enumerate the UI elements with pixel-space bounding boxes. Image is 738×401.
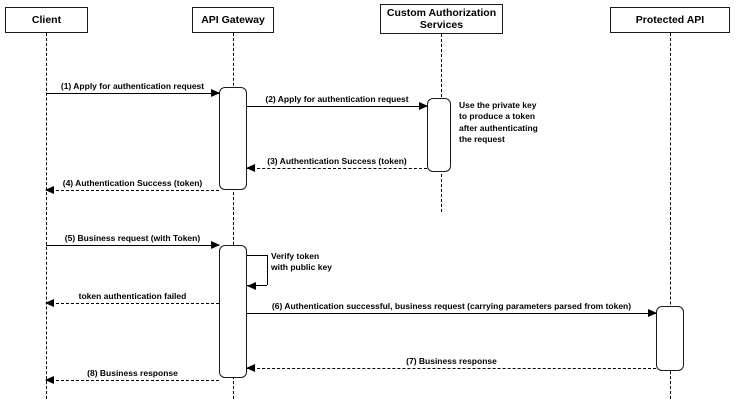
arrowhead	[211, 89, 220, 97]
message-label: (6) Authentication successful, business …	[271, 301, 632, 311]
activation-custom-authorization-services	[427, 98, 451, 172]
participant-label: Client	[31, 13, 62, 26]
message-line	[46, 93, 219, 94]
self-message-line-bottom	[247, 285, 267, 286]
self-message-arrowhead	[247, 282, 256, 290]
participant-client: Client	[5, 7, 88, 33]
message-label: (7) Business response	[406, 356, 497, 366]
message-label: (1) Apply for authentication request	[60, 81, 205, 91]
message-3: (3) Authentication Success (token)	[246, 155, 427, 172]
message-label: (4) Authentication Success (token)	[62, 178, 203, 188]
lifeline-client	[46, 33, 47, 399]
message-label: (8) Business response	[87, 368, 178, 378]
activation-api-gateway	[219, 87, 247, 190]
self-message-line-right	[267, 255, 268, 285]
participant-api-gateway: API Gateway	[192, 7, 274, 33]
participant-protected-api: Protected API	[610, 7, 730, 33]
note-private-key: Use the private key to produce a token a…	[459, 100, 538, 145]
message-label: (2) Apply for authentication request	[265, 94, 409, 104]
lifeline-protected-api	[670, 33, 671, 399]
arrowhead	[211, 241, 220, 249]
message-6: token authentication failed	[45, 290, 219, 307]
message-line	[46, 380, 219, 381]
message-1: (1) Apply for authentication request	[46, 80, 220, 97]
message-line	[46, 190, 219, 191]
self-message-label: Verify token with public key	[271, 251, 332, 273]
participant-label: Custom Authorization Services	[386, 6, 497, 31]
message-line	[46, 245, 219, 246]
message-line	[247, 106, 427, 107]
message-line	[247, 168, 427, 169]
participant-label: API Gateway	[201, 13, 265, 26]
arrowhead	[45, 376, 54, 384]
message-4: (4) Authentication Success (token)	[45, 177, 219, 194]
message-line	[247, 313, 656, 314]
activation-protected-api	[656, 306, 684, 371]
message-8: (7) Business response	[246, 355, 656, 372]
arrowhead	[246, 164, 255, 172]
arrowhead	[45, 186, 54, 194]
message-9: (8) Business response	[45, 367, 219, 384]
message-label: (5) Business request (with Token)	[64, 233, 201, 243]
participant-custom-authorization-services: Custom Authorization Services	[380, 4, 503, 34]
arrowhead	[45, 299, 54, 307]
arrowhead	[246, 364, 255, 372]
message-label: token authentication failed	[78, 291, 187, 301]
message-line	[46, 303, 219, 304]
activation-api-gateway	[219, 245, 247, 378]
message-label: (3) Authentication Success (token)	[267, 156, 407, 166]
message-line	[247, 368, 656, 369]
message-5: (5) Business request (with Token)	[46, 232, 220, 249]
self-message-line-top	[247, 255, 267, 256]
participant-label: Protected API	[635, 13, 705, 26]
arrowhead	[648, 309, 657, 317]
message-2: (2) Apply for authentication request	[247, 93, 428, 110]
arrowhead	[419, 102, 428, 110]
lifeline-api-gateway	[233, 33, 234, 399]
message-7: (6) Authentication successful, business …	[247, 300, 657, 317]
